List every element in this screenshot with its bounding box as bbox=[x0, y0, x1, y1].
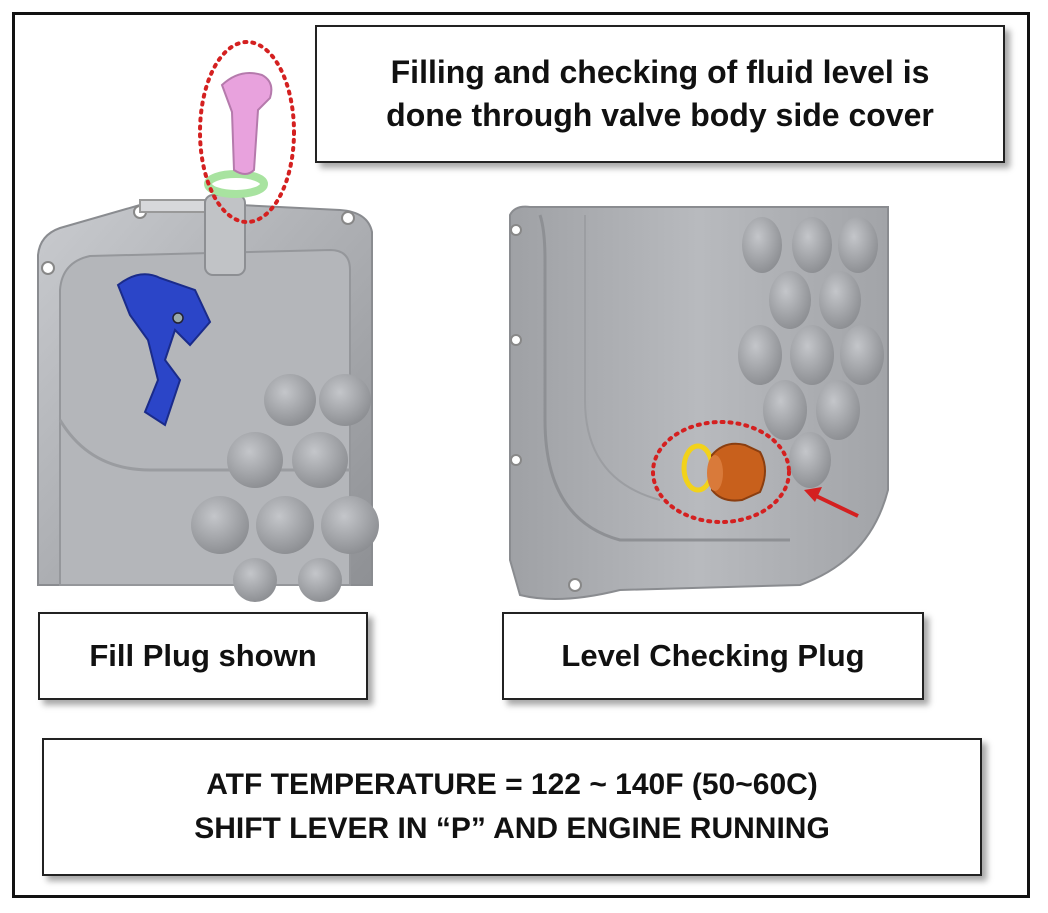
fill-plug-oring bbox=[204, 170, 268, 198]
fluid-level-note-line-2: done through valve body side cover bbox=[386, 97, 934, 133]
pointer-arrow-icon bbox=[804, 487, 859, 518]
level-plug-highlight bbox=[651, 420, 791, 524]
fill-plug-highlight bbox=[198, 40, 296, 224]
blue-bracket-icon bbox=[116, 273, 212, 427]
level-checking-plug-label: Level Checking Plug bbox=[502, 612, 924, 700]
fill-plug-label: Fill Plug shown bbox=[38, 612, 368, 700]
left-pan-dimples bbox=[191, 374, 379, 602]
level-checking-plug-label-text: Level Checking Plug bbox=[561, 638, 865, 673]
fluid-level-note-line-1: Filling and checking of fluid level is bbox=[390, 54, 930, 90]
fill-plug-icon bbox=[220, 72, 273, 175]
right-transmission-pan bbox=[509, 205, 889, 600]
check-conditions-note: ATF TEMPERATURE = 122 ~ 140F (50~60C) SH… bbox=[42, 738, 982, 876]
level-plug-icon bbox=[711, 442, 766, 502]
atf-temperature-text: ATF TEMPERATURE = 122 ~ 140F (50~60C) bbox=[206, 768, 818, 801]
left-transmission-pan bbox=[37, 40, 379, 602]
fluid-level-note: Filling and checking of fluid level is d… bbox=[315, 25, 1005, 163]
right-pan-dimples bbox=[738, 217, 884, 488]
shift-lever-text: SHIFT LEVER IN “P” AND ENGINE RUNNING bbox=[194, 812, 830, 845]
fill-plug-label-text: Fill Plug shown bbox=[89, 638, 317, 673]
